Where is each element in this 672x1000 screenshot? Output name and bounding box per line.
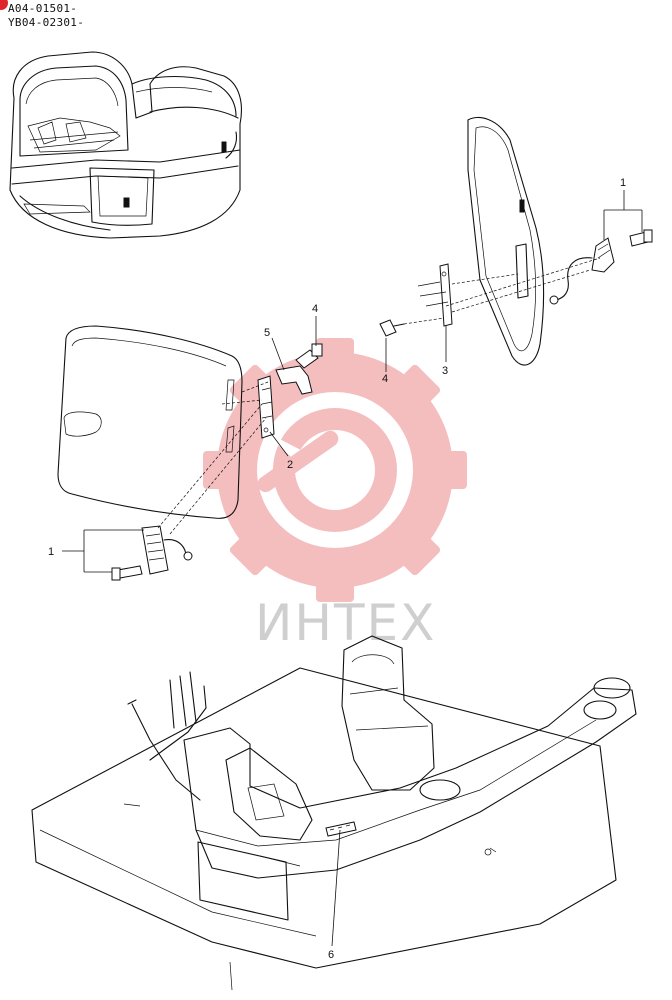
callout-4-mid: 4	[382, 373, 388, 385]
serial-range-1: A04-01501-	[8, 2, 78, 15]
leader-lines	[62, 190, 643, 947]
watermark-text: ИНТЕХ	[255, 594, 436, 652]
callout-4-top: 4	[312, 303, 318, 315]
callout-2: 2	[287, 459, 293, 471]
callout-labels: 1 4 5 4 3 2 1 6	[48, 177, 626, 961]
callout-6: 6	[328, 949, 334, 961]
callout-1-left: 1	[48, 546, 54, 558]
callout-3: 3	[442, 365, 448, 377]
machine-overview	[9, 51, 242, 239]
door-assembly	[379, 116, 653, 366]
watermark-gear-icon	[203, 338, 467, 602]
serial-range-2: YB04-02301-	[8, 16, 85, 29]
callout-1-right: 1	[620, 177, 626, 189]
side-panel-assembly	[57, 325, 323, 581]
corner-marker-icon	[0, 0, 8, 10]
frame-assembly	[31, 635, 637, 991]
callout-5: 5	[264, 327, 270, 339]
